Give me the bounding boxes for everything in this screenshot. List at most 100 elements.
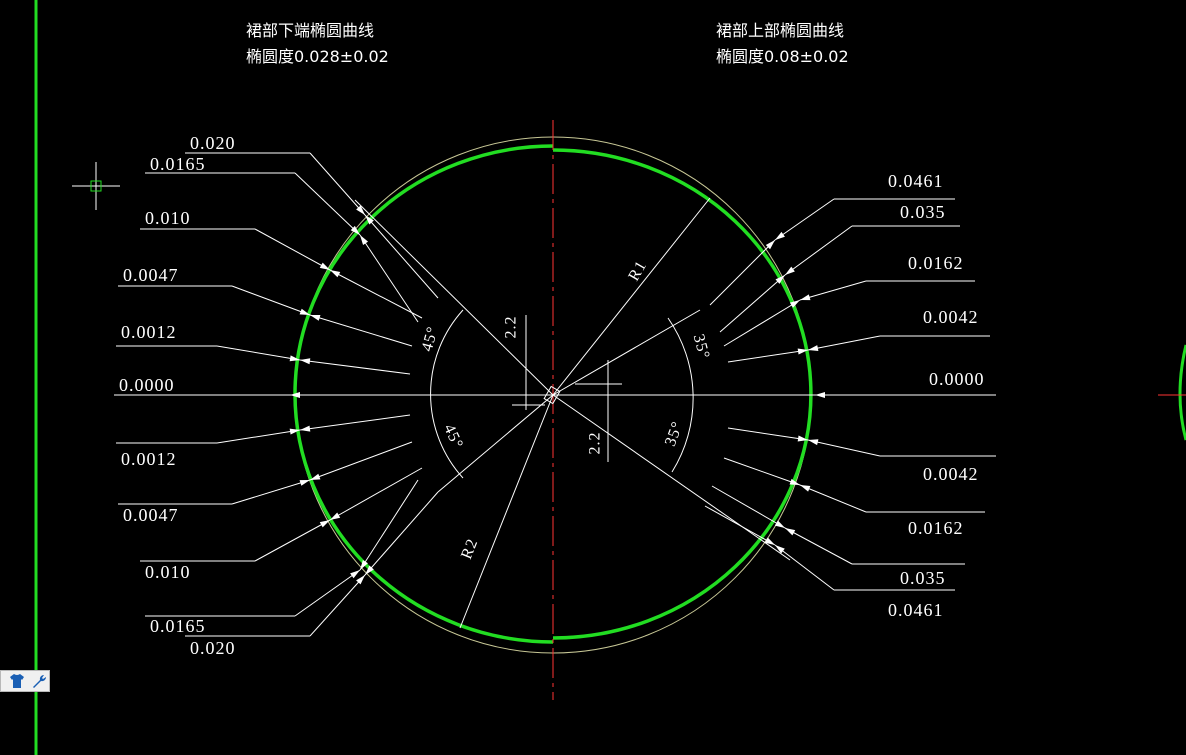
- leader-arrow-right: [800, 294, 811, 301]
- leader-line-right: [799, 280, 867, 301]
- leader-line-left: [231, 285, 311, 316]
- leader-line-right: [784, 527, 853, 565]
- leader-arrow-left: [319, 262, 330, 270]
- leader-line-right: [774, 198, 835, 241]
- leader-arrow-right: [785, 266, 795, 275]
- crosshair-cursor-icon: [72, 162, 120, 210]
- leader-inner-left: [359, 234, 419, 323]
- leader-arrow-inner-left: [300, 358, 311, 365]
- leader-inner-left: [329, 467, 423, 521]
- leader-arrow-inner-right: [764, 537, 775, 545]
- leader-arrow-left: [356, 575, 365, 585]
- leader-line-left: [309, 574, 366, 637]
- leader-line-left: [254, 228, 331, 271]
- deviation-label-right: 0.0042: [923, 307, 979, 327]
- leader-inner-left: [364, 491, 439, 576]
- deviation-label-left: 0.010: [145, 208, 191, 228]
- leader-arrow-inner-left: [300, 425, 311, 432]
- leader-arrow-inner-left: [310, 473, 321, 480]
- angle-arc-right: [667, 317, 694, 473]
- leader-inner-right: [723, 457, 801, 486]
- deviation-label-left: 0.020: [190, 638, 236, 658]
- leader-arrow-inner-right: [775, 275, 785, 284]
- leader-inner-left: [309, 314, 413, 347]
- deviation-label-right: 0.0042: [923, 464, 979, 484]
- leader-line-right: [807, 335, 881, 351]
- deviation-label-left: 0.020: [190, 133, 236, 153]
- leader-arrow-right: [808, 345, 819, 352]
- deviation-label-right: 0.0461: [888, 600, 944, 620]
- leader-inner-left: [359, 479, 419, 571]
- leader-arrow-inner-right: [774, 520, 785, 528]
- leader-inner-left: [309, 441, 413, 481]
- leader-arrow-left: [289, 355, 300, 362]
- leader-line-left: [294, 172, 361, 236]
- leader-arrow-inner-left: [330, 512, 341, 520]
- leader-arrow-inner-left: [360, 235, 369, 245]
- profile-right-half: [552, 148, 813, 640]
- deviation-label-right: 0.0461: [888, 171, 944, 191]
- profile-left-half: [293, 144, 554, 644]
- deviation-label-left: 0.0165: [150, 616, 206, 636]
- deviation-label-right: 0.0162: [908, 518, 964, 538]
- offset-marker-lower: [575, 360, 622, 462]
- diagonal-left-upper: [354, 199, 554, 396]
- title-right: 裙部上部椭圆曲线 椭圆度0.08±0.02: [716, 18, 849, 70]
- deviation-label-left: 0.0012: [121, 322, 177, 342]
- leader-line-right: [774, 544, 835, 591]
- leader-arrow-left: [356, 205, 365, 215]
- leader-arrow-inner-left: [310, 315, 321, 321]
- leader-arrow-inner-left: [365, 215, 374, 225]
- leader-line-left: [254, 519, 331, 562]
- leader-line-left: [294, 569, 361, 617]
- leader-arrow-left: [299, 308, 310, 315]
- radius-r1-line: [552, 197, 711, 396]
- leader-arrow-left: [289, 428, 300, 435]
- deviation-label-right: 0.035: [900, 568, 946, 588]
- leader-inner-right: [709, 239, 776, 306]
- leader-arrow-left: [319, 520, 330, 528]
- leader-arrow-inner-right: [789, 478, 800, 485]
- offset-marker-upper: [512, 315, 561, 410]
- leader-arrow-right: [808, 439, 819, 446]
- leader-inner-left: [329, 269, 423, 319]
- leader-arrow-right: [775, 231, 785, 240]
- shirt-icon[interactable]: [9, 673, 25, 689]
- diagonal-right-lower: [552, 394, 791, 561]
- leader-inner-right: [723, 299, 801, 347]
- leader-inner-left: [299, 414, 411, 431]
- leader-inner-right: [727, 349, 809, 363]
- leader-arrow-inner-right: [797, 435, 808, 442]
- deviation-label-left: 0.0047: [123, 265, 179, 285]
- leader-arrow-inner-left: [360, 559, 368, 570]
- deviation-label-left: 0.0047: [123, 505, 179, 525]
- leader-inner-right: [704, 505, 776, 546]
- leader-arrow-inner-left: [330, 270, 341, 278]
- floating-toolbar: [0, 670, 50, 692]
- title-left-line2: 椭圆度0.028±0.02: [246, 47, 389, 66]
- leader-line-left: [231, 479, 311, 505]
- leader-arrow-left: [299, 480, 310, 486]
- wrench-icon[interactable]: [31, 673, 47, 689]
- leader-arrow-inner-left: [365, 565, 374, 575]
- deviation-label-left: 0.0012: [121, 449, 177, 469]
- leader-line-left: [216, 429, 301, 444]
- deviation-label-right: 0.0162: [908, 253, 964, 273]
- deviation-label-left: 0.010: [145, 562, 191, 582]
- title-left-line1: 裙部下端椭圆曲线: [246, 21, 375, 40]
- diagonal-left-lower: [437, 394, 554, 493]
- leader-inner-right: [719, 274, 786, 333]
- leader-arrow-right: [785, 528, 796, 536]
- leader-line-left: [309, 152, 366, 216]
- leader-line-right: [784, 225, 853, 276]
- leader-arrow-right: [775, 545, 785, 554]
- title-left: 裙部下端椭圆曲线 椭圆度0.028±0.02: [246, 18, 389, 70]
- diagonal-right-upper: [552, 309, 701, 396]
- offset-text-lower: 2.2: [586, 431, 604, 455]
- title-right-line1: 裙部上部椭圆曲线: [716, 21, 845, 40]
- leader-arrow-right: [800, 485, 811, 492]
- leader-inner-left: [364, 214, 439, 299]
- title-right-line2: 椭圆度0.08±0.02: [716, 47, 849, 66]
- offset-text-upper: 2.2: [502, 315, 520, 339]
